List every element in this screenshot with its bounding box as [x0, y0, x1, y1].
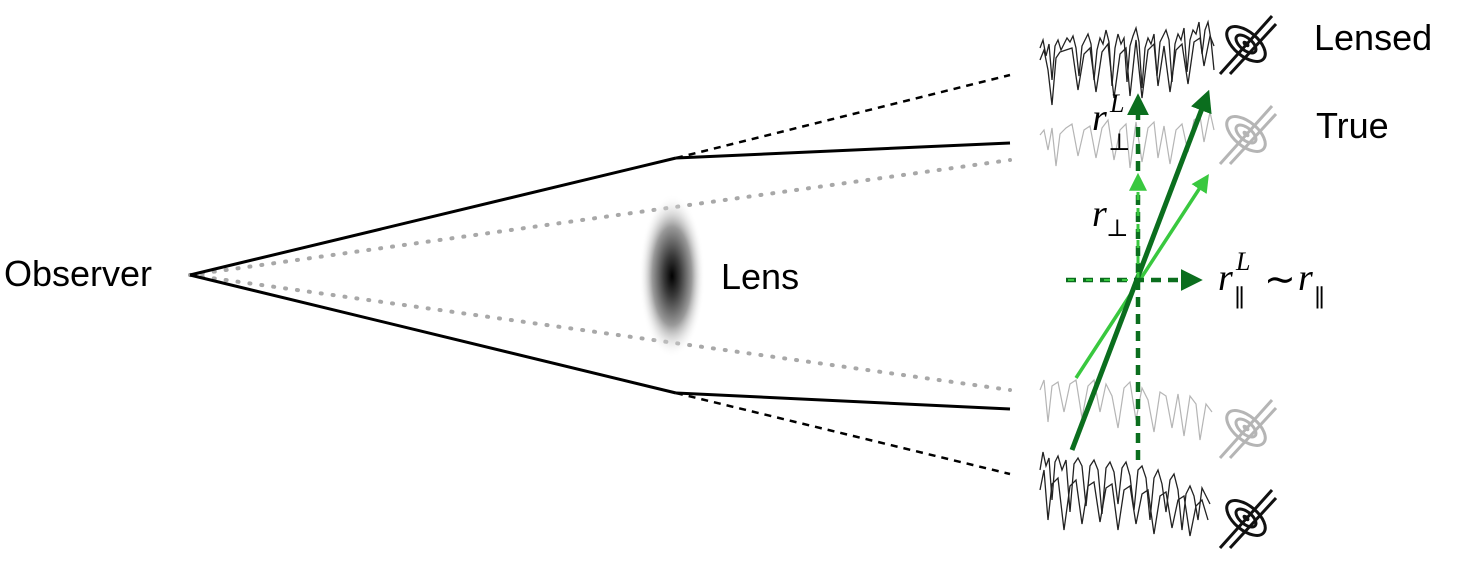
true-spectrum-top [1039, 111, 1215, 169]
lens-blob [639, 194, 705, 358]
true-spectrum-bottom [1039, 378, 1213, 441]
svg-text:∥: ∥ [1314, 284, 1325, 312]
lensed-label: Lensed [1314, 17, 1432, 58]
svg-text:⊥: ⊥ [1106, 214, 1129, 242]
true-label: True [1316, 105, 1389, 146]
r-par-equation: r ∥ L ∼ r ∥ [1218, 247, 1325, 312]
lens-label: Lens [721, 256, 799, 297]
svg-text:∥: ∥ [1234, 284, 1245, 312]
r-perp-lensed-label: r ⊥ L [1092, 89, 1131, 156]
lensed-spectrum-bottom [1039, 451, 1211, 537]
galaxy-icon-lensed-bottom [1218, 488, 1278, 550]
svg-text:r: r [1298, 257, 1313, 299]
svg-text:r: r [1218, 257, 1233, 299]
r-perp-label: r ⊥ [1092, 193, 1129, 242]
svg-text:L: L [1235, 247, 1250, 276]
observer-label: Observer [4, 253, 152, 294]
lensed-apparent-rays [675, 73, 1011, 476]
galaxy-icon-lensed-top [1218, 14, 1278, 76]
svg-text:∼: ∼ [1264, 259, 1296, 301]
svg-text:L: L [1109, 89, 1124, 118]
svg-text:⊥: ⊥ [1108, 128, 1131, 156]
galaxy-icon-true-bottom [1218, 398, 1278, 460]
galaxy-icon-true-top [1218, 104, 1278, 166]
observed-rays [189, 141, 1011, 411]
svg-text:r: r [1092, 97, 1107, 139]
lensed-spectrum-top [1039, 19, 1215, 106]
svg-text:r: r [1092, 193, 1107, 235]
true-rays [188, 158, 1012, 392]
